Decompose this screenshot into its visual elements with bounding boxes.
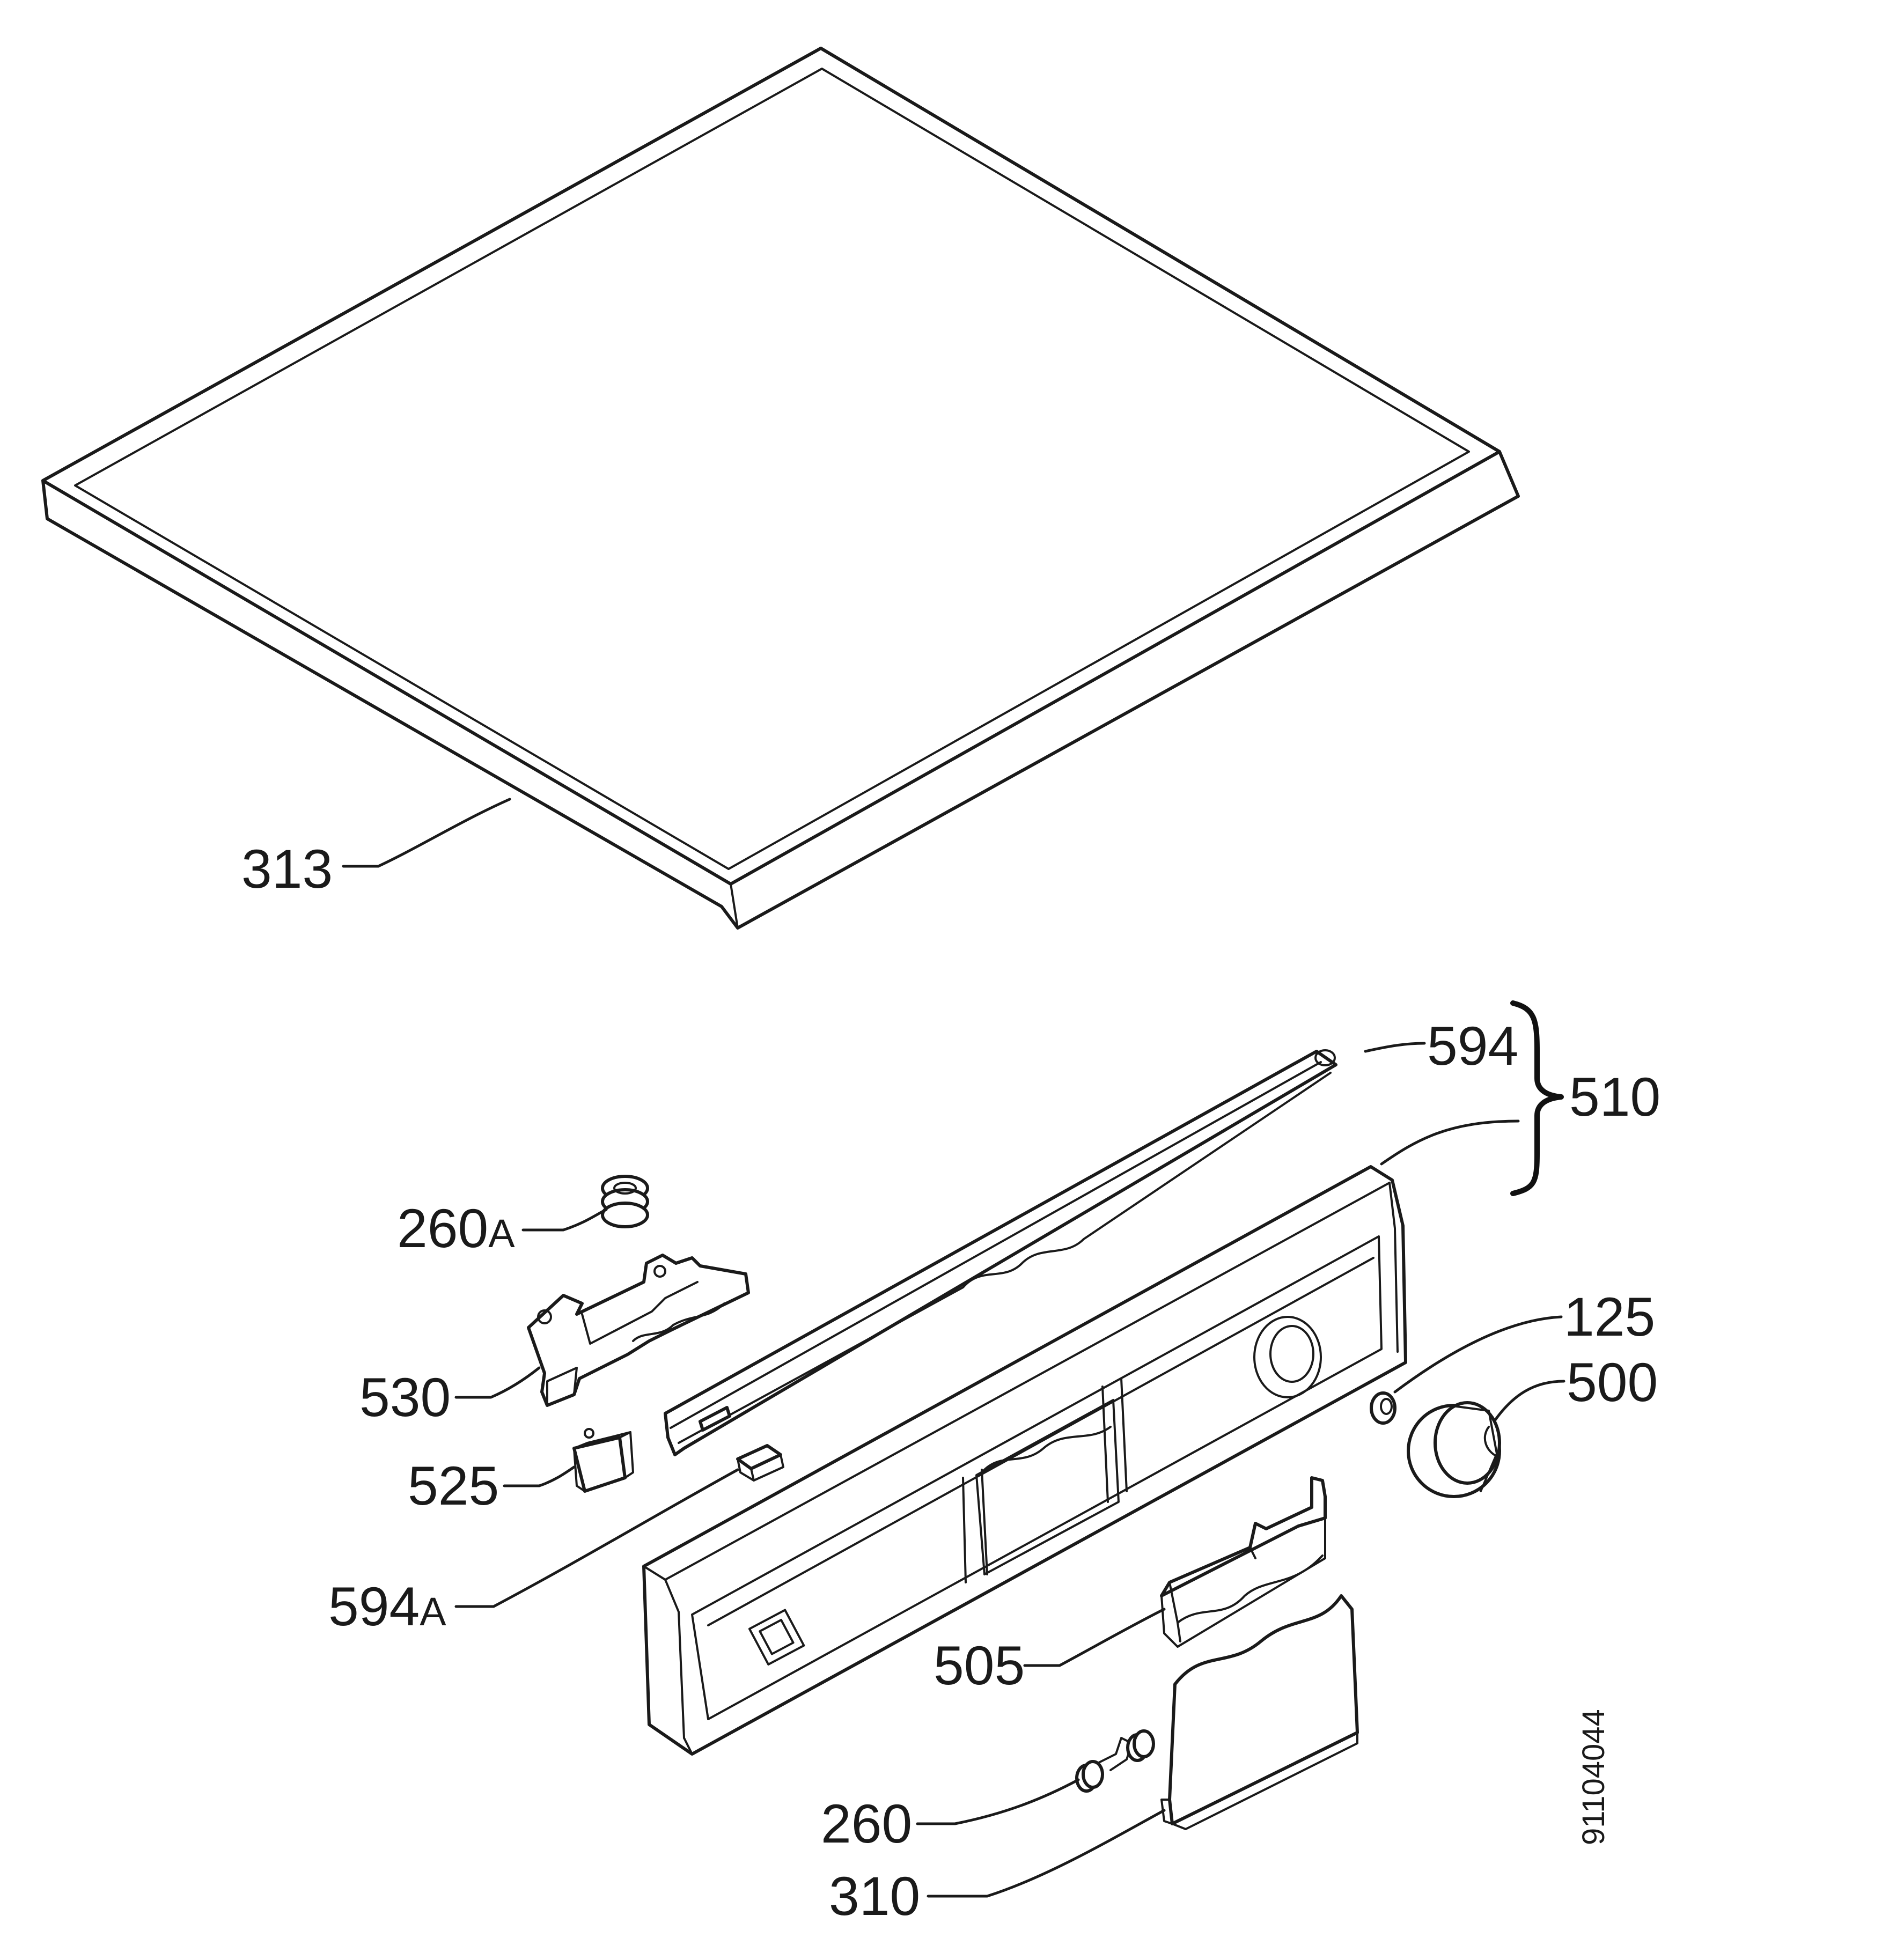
- label-310: 310: [829, 1866, 920, 1927]
- trim-strip-594: [664, 1049, 1337, 1456]
- leader-260: [916, 1778, 1080, 1825]
- leader-125: [1393, 1315, 1563, 1394]
- label-510: 510: [1569, 1066, 1660, 1128]
- leader-594: [1364, 1042, 1426, 1053]
- leader-260A: [521, 1208, 608, 1232]
- leader-530: [454, 1366, 541, 1399]
- spring-260: [1075, 1729, 1155, 1793]
- knob-bushing-125: [1370, 1391, 1396, 1425]
- label-500: 500: [1567, 1352, 1658, 1413]
- label-260: 260: [821, 1793, 912, 1854]
- clip-594A: [736, 1444, 784, 1482]
- leader-505: [1023, 1608, 1166, 1667]
- spring-260A: [601, 1175, 649, 1228]
- indicator-lamp-525: [572, 1428, 634, 1493]
- flap-hinge-505: [1160, 1476, 1327, 1648]
- leader-525: [503, 1465, 576, 1487]
- callout-labels: 313 594 510 260A 530 525 594A 125 500 50…: [241, 838, 1660, 1927]
- label-505: 505: [934, 1635, 1025, 1696]
- assembly-brace-510: [1510, 1000, 1564, 1196]
- flap-door-310: [1160, 1594, 1359, 1830]
- label-530: 530: [359, 1367, 451, 1428]
- leader-500: [1493, 1380, 1565, 1423]
- leader-594A: [454, 1468, 739, 1608]
- label-313: 313: [241, 838, 333, 900]
- drawing-number: 91104044: [1576, 1709, 1611, 1845]
- label-594A: 594A: [328, 1576, 446, 1637]
- leader-lines: [342, 798, 1565, 1898]
- knob-500: [1407, 1401, 1501, 1498]
- label-525: 525: [408, 1455, 499, 1516]
- label-594: 594: [1427, 1015, 1518, 1077]
- leader-313: [342, 798, 511, 868]
- lid-313: [41, 47, 1520, 930]
- leader-310: [927, 1809, 1166, 1898]
- control-panel-510: [642, 1165, 1407, 1756]
- label-125: 125: [1564, 1286, 1655, 1347]
- bracket-530: [527, 1254, 750, 1407]
- leader-510-panel: [1380, 1119, 1520, 1166]
- label-260A: 260A: [397, 1198, 515, 1259]
